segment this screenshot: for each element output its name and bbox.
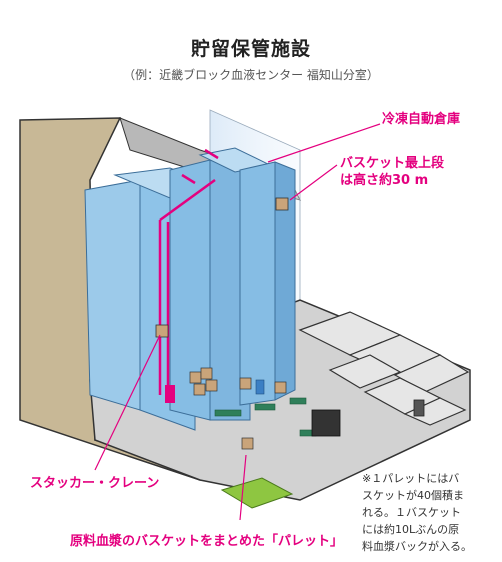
page-title: 貯留保管施設 bbox=[190, 38, 311, 60]
pointer-lines bbox=[94, 123, 381, 521]
note-line-2: スケットが40個積ま bbox=[362, 489, 464, 502]
pallet-note: ※１パレットにはバ スケットが40個積ま れる。１バスケット には約10Lぶんの… bbox=[362, 470, 492, 555]
top-basket bbox=[275, 197, 289, 211]
crane-rails bbox=[158, 148, 219, 398]
crane-base bbox=[165, 385, 175, 403]
pallet-label: 原料血漿のバスケットをまとめた「パレット」 bbox=[70, 534, 344, 549]
server-rack bbox=[413, 399, 425, 417]
page-subtitle: （例：近畿ブロック血液センター 福知山分室） bbox=[123, 68, 379, 82]
freezer-label: 冷凍自動倉庫 bbox=[382, 112, 461, 127]
basket-top-label-1: バスケット最上段 bbox=[340, 156, 445, 171]
crane-label: スタッカー・クレーン bbox=[30, 476, 160, 491]
pallets bbox=[189, 367, 287, 450]
storage-racks bbox=[84, 147, 296, 431]
conveyors bbox=[214, 397, 317, 437]
note-line-4: には約10Lぶんの原 bbox=[362, 523, 460, 536]
chiller-units bbox=[311, 409, 341, 437]
blue-machine bbox=[255, 379, 265, 395]
note-line-3: れる。１バスケット bbox=[362, 506, 461, 519]
note-line-1: ※１パレットにはバ bbox=[362, 472, 460, 485]
basket-top-label-2: は高さ約30 m bbox=[340, 173, 429, 188]
note-line-5: 料血漿バックが入る。 bbox=[362, 540, 472, 553]
crane-carriage bbox=[155, 324, 169, 338]
